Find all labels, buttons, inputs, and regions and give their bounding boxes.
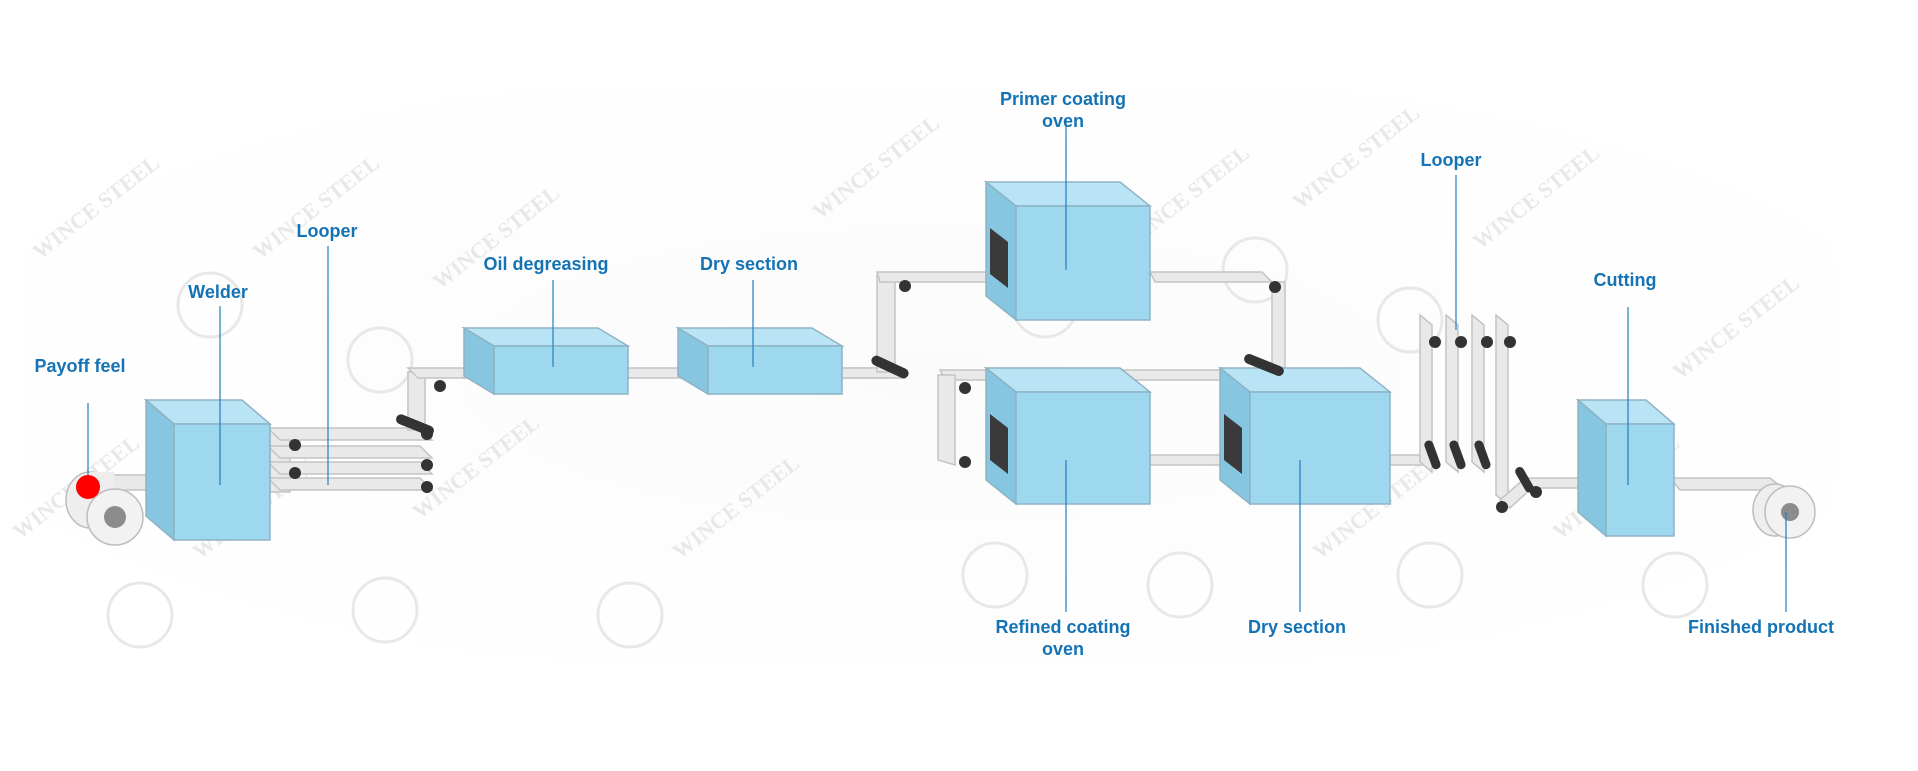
oil-degreasing-box-front: [493, 345, 629, 395]
diagram-background: [25, 90, 1835, 660]
leader-lines: [87, 120, 1787, 612]
payoff-coil: [65, 471, 144, 546]
rollers: [289, 280, 1542, 513]
primer-coating-oven-box-front: [1015, 205, 1151, 321]
dry-section-2-box: [1217, 366, 1393, 506]
cutting-box: [1575, 398, 1677, 538]
label-looper-exit: Looper: [1420, 150, 1482, 170]
label-refined-coating-oven-line2: oven: [1041, 639, 1085, 659]
dry-section-2-box-front: [1249, 391, 1391, 505]
refined-coating-oven-box-opening: [990, 414, 1008, 474]
label-primer-coating-oven-line2: oven: [1041, 111, 1085, 131]
label-refined-coating-oven: Refined coating oven: [995, 616, 1130, 660]
finished-product-coil: [1752, 483, 1816, 539]
welder-box: [143, 398, 273, 542]
oil-degreasing-box: [461, 326, 631, 396]
dry-section-2-box-opening: [1224, 414, 1242, 474]
label-cutting: Cutting: [1593, 270, 1657, 290]
welder-box-side: [145, 398, 175, 542]
label-refined-coating-oven-line1: Refined coating: [995, 617, 1131, 637]
cutting-box-front: [1605, 423, 1675, 537]
label-primer-coating-oven: Primer coating oven: [1000, 88, 1126, 132]
equipment-boxes: [143, 180, 1677, 542]
welder-box-front: [173, 423, 271, 541]
label-dry-section-1: Dry section: [699, 254, 799, 274]
cutting-box-side: [1577, 398, 1607, 538]
primer-coating-oven-box-opening: [990, 228, 1008, 288]
primer-coating-oven-box: [983, 180, 1153, 322]
label-oil-degreasing: Oil degreasing: [483, 254, 609, 274]
label-finished-product: Finished product: [1688, 617, 1834, 637]
label-dry-section-2: Dry section: [1247, 617, 1347, 637]
label-primer-coating-oven-line1: Primer coating: [999, 89, 1127, 109]
refined-coating-oven-box: [983, 366, 1153, 506]
label-looper-entry: Looper: [296, 221, 358, 241]
position-marker: [76, 475, 100, 499]
dry-section-1-box-front: [707, 345, 843, 395]
label-payoff-feel: Payoff feel: [34, 356, 126, 376]
label-welder: Welder: [188, 282, 248, 302]
refined-coating-oven-box-front: [1015, 391, 1151, 505]
dry-section-1-box: [675, 326, 845, 396]
